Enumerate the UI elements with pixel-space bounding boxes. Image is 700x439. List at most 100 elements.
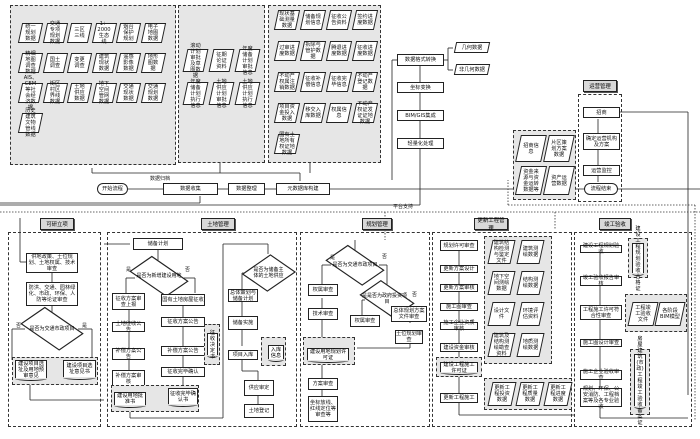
ops-data-3[interactable]: 资产运营数据 — [546, 166, 572, 195]
base-data-7[interactable]: 国土调查 — [45, 53, 66, 73]
doc-storage-info[interactable]: 入库信息 — [268, 345, 284, 362]
acc-step-3[interactable]: 施工图设计审查 — [580, 339, 622, 347]
base-data-12[interactable]: AIS、CEM等社会经济数据 — [20, 75, 41, 111]
ops-step-1[interactable]: 确定运营机构及方案 — [583, 133, 620, 150]
base-data-9[interactable]: 建筑现状数据 — [94, 53, 115, 73]
coord-transform-box[interactable]: 坐标变换 — [397, 82, 444, 93]
reserve-plan-box[interactable]: 储备计划 — [133, 238, 183, 250]
reserve-impl-data-1[interactable]: 储备规划信息 — [302, 10, 324, 30]
base-data-14[interactable]: 土地供应数据 — [69, 83, 90, 103]
base-data-3[interactable]: 1：2000生态线 — [94, 21, 115, 45]
acc-data-0[interactable]: 工程竣工验收文件 — [630, 302, 656, 326]
ops-data-1[interactable]: 片区策划方案数据 — [546, 135, 572, 162]
planning-step-3[interactable]: 总体规划方案文件审查 — [391, 306, 427, 322]
cons-data-4[interactable]: 设计文件 — [490, 302, 513, 326]
base-data-18[interactable]: 历史建筑文物管线数据 — [20, 108, 41, 138]
land-right-2[interactable]: 补偿方案公告 — [161, 346, 205, 356]
doc-planning-permit[interactable]: 建设用地规划许可证 — [307, 348, 349, 363]
reserve-impl-data-2[interactable]: 征收公告资料 — [328, 10, 350, 30]
land-r-1[interactable]: 储备实施 — [228, 316, 258, 330]
acc-step-0[interactable]: 建设工程规划验收 — [580, 243, 622, 255]
reserve-impl-data-10[interactable]: 征收完毕信息 — [328, 72, 350, 92]
planning-step-0[interactable]: 权属审查 — [308, 284, 338, 296]
cons-progress-data-1[interactable]: 更新工程质量数据 — [518, 382, 542, 406]
organize-box[interactable]: 数据整理 — [228, 183, 265, 195]
land-right-3[interactable]: 征收完毕确认 — [161, 367, 205, 377]
doc-site-preview[interactable]: 建设项目选址及用地预审意见 — [15, 360, 47, 381]
reserve-impl-data-11[interactable]: 不动产登记数据 — [354, 72, 376, 92]
doc-land-approval[interactable]: 建设用地批准书 — [114, 392, 146, 408]
base-data-1[interactable]: 交通专项规划数据 — [45, 21, 66, 45]
bim-gis-box[interactable]: BIM/GIS集成 — [397, 110, 444, 121]
land-right-1[interactable]: 征收方案公告 — [161, 317, 205, 327]
cons-step-4[interactable]: 施工企业资质审核 — [440, 320, 478, 332]
doc-completion-filing[interactable]: 房屋建筑(市政)工程竣工验收备案证 — [634, 336, 646, 426]
acc-step-1[interactable]: 竣工验收报告审核 — [580, 275, 622, 287]
cons-final[interactable]: 更新工程施工 — [440, 393, 478, 403]
format-convert-box[interactable]: 数据格式转换 — [397, 54, 444, 66]
cons-progress-data-0[interactable]: 更新工程投资数据 — [490, 382, 514, 406]
acc-step-4[interactable]: 施工企业验收审查 — [580, 369, 622, 381]
planning-step-4[interactable]: 土位规划审查 — [395, 330, 423, 344]
reserve-plan-data-5[interactable]: 土地供应计划执行信息 — [237, 79, 258, 109]
reserve-plan-data-4[interactable]: 土地供应计划审批信息 — [211, 79, 232, 109]
land-left-2[interactable]: 补偿方案公告 — [112, 348, 145, 360]
ops-step-end[interactable]: 流程结束 — [584, 183, 618, 195]
reserve-impl-data-13[interactable]: 移交入库数据 — [302, 103, 324, 123]
land-r-0[interactable]: 总体策划与储备计划 — [228, 289, 258, 302]
reserve-impl-data-12[interactable]: 项目资金投入数据 — [276, 103, 298, 123]
metadata-box[interactable]: 元数据库构建 — [276, 183, 330, 195]
base-data-5[interactable]: 电子地图数据 — [143, 23, 164, 43]
reserve-impl-data-14[interactable]: 权属信息 — [328, 103, 350, 123]
base-data-4[interactable]: 烟台保护规划 — [118, 23, 139, 43]
ops-data-2[interactable]: 资金来源与资金运转数据等 — [518, 166, 544, 195]
cons-data-3[interactable]: 结构测绘数据 — [519, 271, 542, 295]
base-data-16[interactable]: 交通现状数据 — [118, 83, 139, 103]
planning-step-2[interactable]: 权属审查 — [350, 315, 380, 327]
land-r-3[interactable]: 供应审定 — [244, 380, 274, 396]
cons-data-1[interactable]: 建筑测绘数据 — [519, 240, 542, 264]
base-data-15[interactable]: 地下空间管网数据 — [94, 81, 115, 105]
land-left-1[interactable]: 土地征收公告 — [112, 321, 145, 333]
reserve-impl-data-4[interactable]: 过审进度数据 — [276, 41, 298, 61]
base-data-13[interactable]: 街区村区界线数据 — [45, 81, 66, 105]
reserve-impl-data-0[interactable]: 现状基础测量数据 — [276, 10, 298, 30]
land-decision-1[interactable]: 是否为新增建设用地 — [135, 262, 183, 290]
reserve-plan-data-3[interactable]: 年度储备计划执行信息 — [185, 79, 206, 109]
reserve-impl-data-15[interactable]: 不动产权证发证证地数据 — [354, 101, 376, 125]
base-data-10[interactable]: 遥感影像数据 — [118, 53, 139, 73]
reserve-impl-data-7[interactable]: 征收进度数据 — [354, 41, 376, 61]
base-data-6[interactable]: 精细地图调查数据 — [20, 51, 41, 75]
reserve-impl-data-8[interactable]: 不动产权属注销数据 — [276, 72, 298, 92]
reserve-plan-data-2[interactable]: 年度储备计划审批信息 — [237, 46, 258, 76]
cons-step-5[interactable]: 建设资金审核 — [440, 343, 478, 352]
cons-data-6[interactable]: 建筑及结构测绘勘查资料 — [490, 333, 513, 357]
land-r-4[interactable]: 土地登记 — [244, 404, 274, 418]
base-data-2[interactable]: 三区三线 — [69, 23, 90, 43]
cons-step-0[interactable]: 规划许可审查 — [440, 240, 478, 251]
reserve-impl-data-9[interactable]: 征收补偿信息 — [302, 72, 324, 92]
reserve-plan-data-0[interactable]: 滚动计划审批及草图数据 — [185, 43, 206, 79]
doc-expropriation-decision[interactable]: 征收决定书 — [207, 330, 218, 360]
land-r-2[interactable]: 项目入库 — [228, 350, 258, 360]
land-decision-2[interactable]: 是否为储备主体的土地供应 — [252, 254, 285, 291]
geometry-data[interactable]: 几何数据 — [455, 42, 489, 53]
acc-data-1[interactable]: 各阶段BIM模型 — [657, 302, 683, 326]
cons-step-1[interactable]: 更新方案设计 — [440, 265, 478, 273]
reserve-plan-data-1[interactable]: 征期论证资料 — [211, 49, 232, 72]
planning-after-0[interactable]: 方案审查 — [308, 378, 338, 390]
land-right-0[interactable]: 国有土地房屋征收 — [161, 294, 205, 306]
cons-data-5[interactable]: 环境评估资料 — [519, 302, 542, 326]
ops-step-0[interactable]: 招商 — [583, 107, 620, 118]
reserve-impl-data-5[interactable]: 拆除与管护数据 — [302, 41, 324, 61]
non-geometry-data[interactable]: 非几何数据 — [455, 64, 489, 75]
reserve-impl-data-3[interactable]: 签约进度数据 — [354, 10, 376, 30]
reserve-impl-data-6[interactable]: 腾退进度数据 — [328, 41, 350, 61]
doc-expropriation-done[interactable]: 征收完毕确认书 — [168, 388, 198, 407]
cons-progress-data-2[interactable]: 更新工程进度数据 — [546, 382, 570, 406]
doc-site-opinion[interactable]: 建设项目选址意见书 — [63, 360, 96, 380]
ops-data-0[interactable]: 招商信息 — [518, 135, 544, 162]
land-left-0[interactable]: 征收方案审查上报 — [112, 293, 145, 310]
cons-data-7[interactable]: 地质测绘数据 — [519, 333, 542, 357]
acc-step-5[interactable]: 规划、环保、公安消防、工程档案等及各专业验收 — [580, 386, 622, 410]
